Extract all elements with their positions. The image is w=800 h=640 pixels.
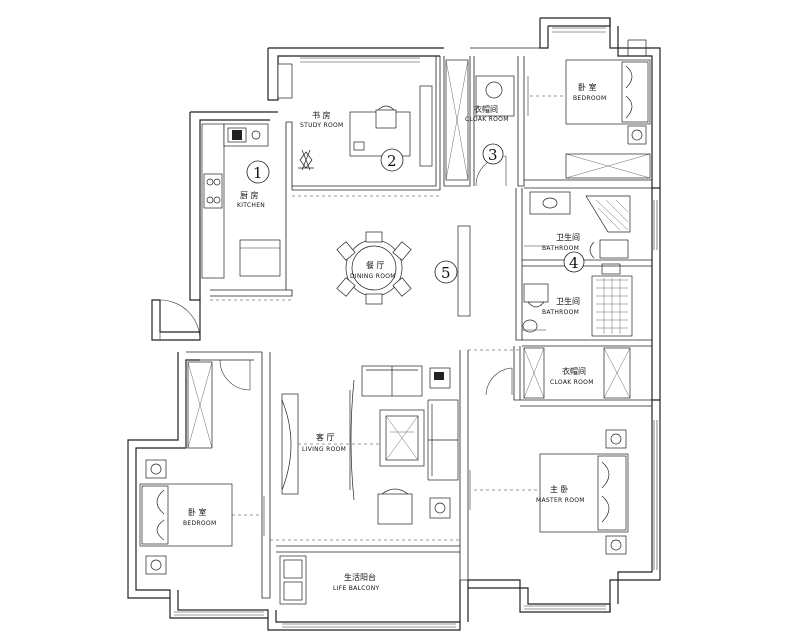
dining-label-cn: 餐 厅 [366,261,385,270]
study-room: 2 书 房 STUDY ROOM [277,63,433,172]
cloak-bottom-label-en: CLOAK ROOM [550,379,594,386]
bath-top-label-en: BATHROOM [542,245,579,252]
living-label-en: LIVING ROOM [302,446,346,453]
room-number-3: 3 [488,146,498,164]
bath-bottom-label-cn: 卫生间 [556,296,580,306]
outer-walls [127,17,661,631]
master-room: 主 卧 MASTER ROOM [469,429,629,555]
cloak-room-top: 衣帽间 CLOAK ROOM 3 [445,59,515,181]
bedroom-top: 卧 室 BEDROOM [527,39,651,179]
cloak-bottom-label-cn: 衣帽间 [562,366,586,376]
bath-bottom-label-en: BATHROOM [542,309,579,316]
bedroom-top-label-en: BEDROOM [573,95,606,102]
cloak-top-label-cn: 衣帽间 [474,104,498,114]
bath-top-label-cn: 卫生间 [556,232,580,242]
dining-room: 5 餐 厅 DINING ROOM [336,225,471,317]
doors [159,155,548,541]
room-number-4: 4 [569,254,579,272]
kitchen-label-en: KITCHEN [237,202,265,209]
bedroom-left: 卧 室 BEDROOM [139,361,265,575]
kitchen: 1 厨 房 KITCHEN [201,123,281,279]
life-balcony: 生活阳台 LIFE BALCONY [279,555,380,605]
living-label-cn: 客 厅 [316,432,335,442]
bedroom-top-label-cn: 卧 室 [578,82,597,92]
interior-walls [174,27,658,628]
kitchen-label-cn: 厨 房 [240,190,259,200]
master-label-cn: 主 卧 [550,484,569,494]
balcony-label-en: LIFE BALCONY [333,585,380,592]
bathroom-bottom: 卫生间 BATHROOM [522,263,633,337]
bedroom-left-label-en: BEDROOM [183,520,216,527]
study-label-cn: 书 房 [312,110,331,120]
room-number-1: 1 [253,164,263,182]
bedroom-left-label-cn: 卧 室 [188,507,207,517]
room-number-5: 5 [441,264,451,282]
balcony-label-cn: 生活阳台 [344,572,376,582]
cloak-room-bottom: 衣帽间 CLOAK ROOM [523,347,631,399]
cloak-top-label-en: CLOAK ROOM [465,116,509,123]
living-room: 客 厅 LIVING ROOM [281,365,459,525]
study-label-en: STUDY ROOM [300,122,344,129]
master-label-en: MASTER ROOM [536,497,585,504]
room-number-2: 2 [387,152,397,170]
dining-label-en: DINING ROOM [350,273,396,280]
bathroom-top: 4 卫生间 BATHROOM [529,191,631,273]
